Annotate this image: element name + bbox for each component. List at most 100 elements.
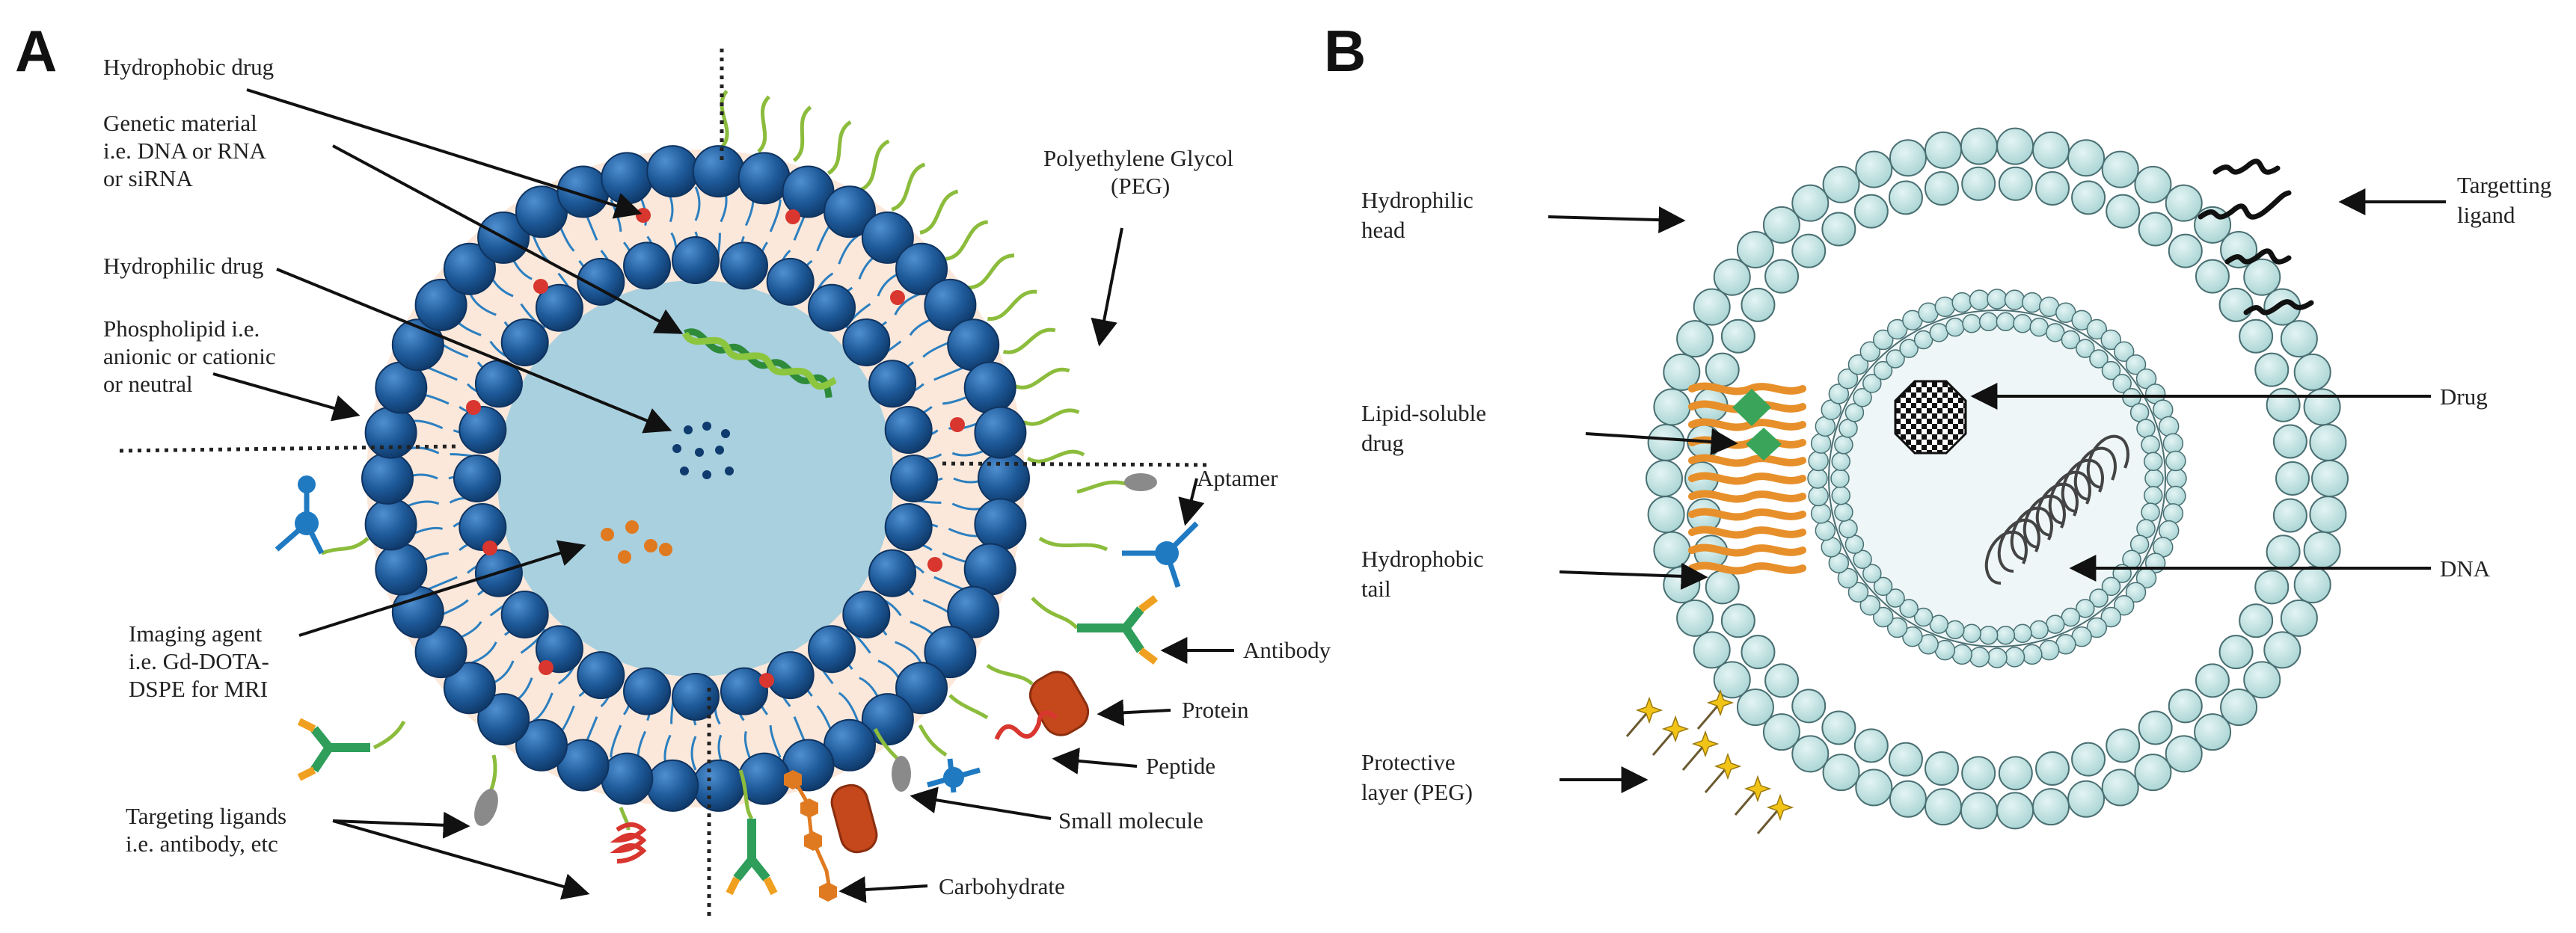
- lipid-head-sphere: [1808, 485, 1829, 507]
- head-group-bead: [766, 651, 815, 700]
- lipid-head-sphere: [2125, 354, 2147, 375]
- lipid-tail: [520, 303, 546, 329]
- lipid-head-sphere: [1821, 710, 1856, 745]
- lipid-head-sphere: [2106, 728, 2141, 763]
- lipid-head-sphere: [1741, 635, 1776, 670]
- panel-b-letter: B: [1324, 18, 1366, 84]
- section-dividers: [119, 49, 1212, 920]
- peptide-icon: [948, 694, 1058, 740]
- hydrophilic-drug-dot: [725, 466, 734, 475]
- lipid-head-sphere: [2071, 180, 2106, 215]
- hydrophobic-drug-dot: [927, 557, 942, 572]
- lipid-head-sphere: [1888, 742, 1923, 777]
- lipid-head-sphere: [1872, 606, 1894, 628]
- lipid-head-sphere: [1951, 292, 1972, 313]
- lipid-head-sphere: [1925, 788, 1963, 826]
- lipid-head-sphere: [1844, 403, 1865, 422]
- head-group-bead: [924, 278, 977, 331]
- lipid-head-sphere: [1653, 531, 1691, 569]
- lipid-head-sphere: [2138, 710, 2173, 745]
- lipid-head-sphere: [1762, 206, 1800, 244]
- lipid-head-sphere: [1969, 289, 1990, 310]
- lipid-tail: [838, 235, 859, 265]
- label-genetic-material-3: or siRNA: [103, 165, 193, 191]
- lipid-head-sphere: [2311, 460, 2349, 497]
- head-group-bead: [766, 257, 815, 306]
- head-group-bead: [535, 283, 583, 332]
- lipid-head-sphere: [1978, 312, 1999, 332]
- head-group-bead: [861, 211, 914, 264]
- peg-chain: [968, 253, 1015, 290]
- lipid-head-sphere: [1815, 520, 1836, 541]
- lipid-head-sphere: [1853, 387, 1872, 407]
- peg-spike: [1756, 807, 1782, 834]
- lipid-head-sphere: [1929, 615, 1949, 634]
- peg-spike: [1625, 709, 1651, 737]
- lipid-tail: [533, 692, 553, 722]
- hydrophilic-drug-dot: [684, 425, 693, 434]
- head-group-bead: [601, 752, 654, 805]
- lipid-head-sphere: [1647, 423, 1685, 461]
- inner-lipid-heads-b: [1807, 289, 2187, 668]
- liposome-b: [1625, 127, 2349, 834]
- lipid-head-sphere: [1693, 631, 1731, 669]
- lipid-head-sphere: [1646, 460, 1683, 497]
- lipid-head-sphere: [2254, 352, 2290, 387]
- lipid-head-sphere: [1762, 713, 1800, 751]
- hydrophobic-drug-dot: [482, 541, 497, 555]
- head-group-bead: [577, 651, 625, 700]
- hydrophilic-drug-dot: [721, 429, 730, 438]
- lipid-head-sphere: [2162, 433, 2184, 454]
- imaging-agent-dot: [618, 550, 631, 564]
- lipid-head-sphere: [1653, 388, 1691, 426]
- lipid-head-sphere: [2272, 424, 2307, 459]
- label-hydrophobic-drug: Hydrophobic drug: [103, 54, 274, 80]
- annotation-arrows-b: [1548, 188, 2446, 793]
- head-group-bead: [884, 406, 933, 455]
- lipid-head-sphere: [2243, 258, 2281, 296]
- lipid-head-sphere: [1663, 353, 1701, 391]
- carbohydrate-icon: [784, 770, 837, 902]
- lipid-head-sphere: [2220, 689, 2258, 727]
- label-hydrophilic-drug: Hydrophilic drug: [103, 253, 263, 279]
- lipid-tail: [426, 576, 458, 591]
- lipid-head-sphere: [2141, 435, 2160, 455]
- lipid-head-sphere: [1855, 769, 1893, 807]
- lipid-head-sphere: [2243, 661, 2281, 699]
- lipid-head-sphere: [2031, 131, 2070, 169]
- label-lipid-soluble-drug-2: drug: [1361, 430, 1404, 456]
- inner-head-groups: [453, 236, 938, 721]
- lipid-head-sphere: [1945, 317, 1965, 337]
- lipid-head-sphere: [2101, 360, 2121, 381]
- label-targeting-ligands-1: Targeting ligands: [126, 803, 286, 829]
- lipid-head-sphere: [1961, 166, 1996, 201]
- lipid-head-sphere: [2263, 631, 2301, 669]
- head-group-bead: [364, 498, 417, 551]
- hydrophobic-drug-dot: [759, 673, 774, 688]
- lipid-head-sphere: [1839, 519, 1858, 538]
- lipid-tail: [895, 641, 922, 665]
- lipid-head-sphere: [1713, 661, 1751, 699]
- hydrophobic-drug-dot: [636, 208, 651, 223]
- outer-head-groups: [361, 145, 1030, 812]
- lipid-head-sphere: [2239, 603, 2274, 638]
- head-group-bead: [623, 667, 672, 715]
- labels-b: Hydrophilic head Targetting ligand Lipid…: [1361, 172, 2551, 805]
- peg-chain: [792, 105, 812, 162]
- head-group-bead: [720, 667, 768, 715]
- hydrophilic-drug-dot: [702, 470, 711, 479]
- label-peptide: Peptide: [1146, 753, 1215, 779]
- lipid-head-sphere: [1913, 607, 1933, 627]
- lipid-tail: [694, 186, 701, 221]
- head-group-bead: [824, 185, 876, 238]
- lipid-head-sphere: [1987, 647, 2008, 668]
- head-group-bead: [890, 455, 938, 502]
- imaging-agent-dots: [601, 520, 672, 564]
- lipid-head-sphere: [2162, 503, 2184, 524]
- dna-coil-loop: [1984, 434, 2129, 585]
- peg-star: [1661, 715, 1690, 743]
- head-group-bead: [500, 591, 549, 639]
- inner-core-b: [1828, 310, 2166, 647]
- lipid-tail: [469, 292, 497, 316]
- hydrophobic-tail: [1688, 561, 1806, 575]
